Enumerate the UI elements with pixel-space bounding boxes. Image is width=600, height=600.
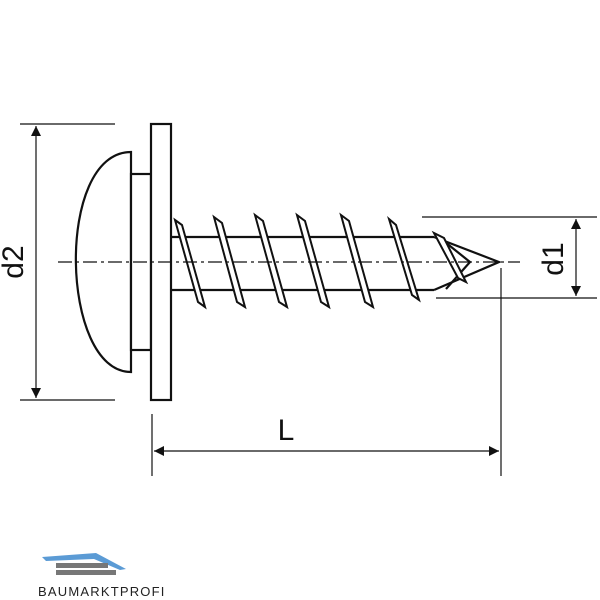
thread-flank (387, 216, 421, 303)
L-label: L (278, 414, 295, 447)
thread-flank (173, 217, 207, 310)
thread-flank (253, 212, 289, 310)
brand-name: BAUMARKTPROFI (38, 584, 166, 599)
dimension-d2 (20, 123, 115, 401)
thread-flank-tip (431, 230, 469, 285)
brand-logo: BAUMARKTPROFI (38, 553, 166, 599)
d2-label: d2 (0, 245, 30, 278)
thread-flank (339, 212, 375, 310)
dimension-L (151, 268, 502, 476)
thread-flank (212, 214, 247, 310)
logo-roof-icon (42, 553, 126, 570)
thread-flank (295, 212, 331, 310)
screw-tip (433, 235, 502, 292)
logo-bar-icon (56, 570, 116, 575)
logo-bar-icon (56, 563, 108, 568)
screw-thread (173, 212, 469, 310)
d1-label: d1 (537, 242, 570, 275)
dimension-d1 (422, 216, 597, 299)
